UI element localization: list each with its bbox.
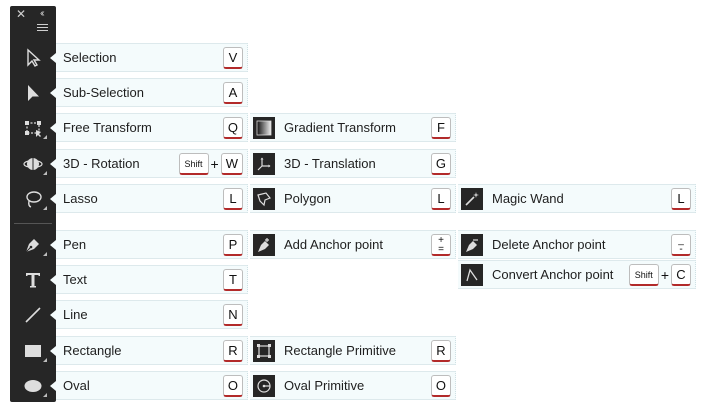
shortcut-key: G: [430, 153, 451, 175]
shortcut-key: L: [671, 188, 691, 210]
axes-icon: [253, 152, 275, 175]
text-tool[interactable]: [10, 265, 56, 295]
shortcut-key: F: [431, 117, 451, 139]
shortcut-key: L: [223, 188, 243, 210]
shortcut-key: R: [431, 340, 451, 362]
item-label: Oval Primitive: [284, 378, 365, 393]
pen-tool[interactable]: [10, 230, 56, 260]
pen-add-icon: [253, 233, 275, 256]
item-label: Add Anchor point: [284, 237, 384, 252]
shortcut-key: V: [223, 47, 243, 69]
menu-item-lasso[interactable]: Lasso L: [50, 184, 248, 213]
item-label: Selection: [63, 50, 117, 65]
oval-tool[interactable]: [10, 371, 56, 401]
key-bottom-glyph: -: [679, 243, 683, 255]
transform-icon: [25, 121, 41, 137]
item-label: Sub-Selection: [63, 85, 144, 100]
item-label: Lasso: [63, 191, 98, 206]
menu-item-rectangle[interactable]: Rectangle R: [50, 336, 248, 365]
magic-wand-icon: [461, 187, 483, 210]
pen-nib-icon: [25, 239, 39, 253]
key-bottom-glyph: =: [438, 243, 444, 255]
convert-anchor-icon: [461, 263, 483, 286]
menu-item-text[interactable]: Text T: [50, 265, 248, 294]
menu-item-pen[interactable]: Pen P: [50, 230, 248, 259]
menu-icon[interactable]: [37, 24, 48, 33]
rect-primitive-icon: [253, 339, 275, 362]
arrow-solid-icon: [28, 85, 39, 101]
menu-item-convert-anchor-point[interactable]: Convert Anchor point Shift + C: [458, 260, 696, 289]
polygon-lasso-icon: [253, 187, 275, 210]
shortcut-key: R: [223, 340, 243, 362]
menu-item-3d-rotation[interactable]: 3D - Rotation Shift + W: [50, 149, 248, 178]
menu-item-oval-primitive[interactable]: Oval Primitive O: [250, 371, 456, 400]
item-label: Rectangle: [63, 343, 122, 358]
menu-item-rectangle-primitive[interactable]: Rectangle Primitive R: [250, 336, 456, 365]
menu-item-free-transform[interactable]: Free Transform Q: [50, 113, 248, 142]
shortcut-key: L: [431, 188, 451, 210]
globe-rotate-icon: [23, 158, 43, 170]
item-label: Magic Wand: [492, 191, 564, 206]
item-label: Gradient Transform: [284, 120, 396, 135]
shortcut-plus: +: [210, 156, 219, 172]
shortcut-key: W: [220, 153, 243, 175]
item-label: 3D - Translation: [284, 156, 376, 171]
shortcut-key: Q: [222, 117, 243, 139]
shortcut-key: O: [222, 375, 243, 397]
shortcut-key: +=: [431, 234, 451, 256]
menu-item-magic-wand[interactable]: Magic Wand L: [458, 184, 696, 213]
line-icon: [25, 307, 41, 323]
key-top-glyph: _: [678, 234, 684, 246]
3d-rotation-tool[interactable]: [10, 149, 56, 179]
shortcut-key: A: [223, 82, 243, 104]
item-label: 3D - Rotation: [63, 156, 140, 171]
menu-item-sub-selection[interactable]: Sub-Selection A: [50, 78, 248, 107]
collapse-icon[interactable]: ‹‹: [40, 8, 44, 19]
oval-icon: [24, 380, 42, 392]
item-label: Oval: [63, 378, 90, 393]
free-transform-tool[interactable]: [10, 113, 56, 143]
rectangle-tool[interactable]: [10, 336, 56, 366]
selection-tool[interactable]: [10, 43, 56, 73]
rectangle-icon: [25, 345, 41, 357]
sub-selection-tool[interactable]: [10, 78, 56, 108]
close-icon[interactable]: ✕: [16, 7, 27, 21]
menu-item-polygon[interactable]: Polygon L: [250, 184, 456, 213]
item-label: Rectangle Primitive: [284, 343, 396, 358]
arrow-outline-icon: [27, 48, 41, 67]
lasso-tool[interactable]: [10, 184, 56, 214]
oval-primitive-icon: [253, 374, 275, 397]
shortcut-key: _-: [671, 234, 691, 256]
gradient-icon: [253, 116, 275, 139]
item-label: Pen: [63, 237, 87, 252]
shortcut-key: O: [430, 375, 451, 397]
shortcut-key: P: [223, 234, 243, 256]
shortcut-key: C: [671, 264, 691, 286]
item-label: Text: [63, 272, 87, 287]
item-label: Convert Anchor point: [492, 267, 614, 282]
line-tool[interactable]: [10, 300, 56, 330]
key-top-glyph: +: [438, 234, 444, 246]
item-label: Polygon: [284, 191, 331, 206]
toolbar-divider: [14, 223, 52, 224]
item-label: Line: [63, 307, 88, 322]
pen-delete-icon: [461, 233, 483, 256]
menu-item-line[interactable]: Line N: [50, 300, 248, 329]
item-label: Delete Anchor point: [492, 237, 606, 252]
menu-item-oval[interactable]: Oval O: [50, 371, 248, 400]
menu-item-selection[interactable]: Selection V: [50, 43, 248, 72]
lasso-icon: [26, 191, 42, 208]
text-t-icon: [26, 273, 40, 288]
shortcut-modifier-key: Shift: [178, 153, 209, 175]
menu-item-gradient-transform[interactable]: Gradient Transform F: [250, 113, 456, 142]
menu-item-delete-anchor-point[interactable]: Delete Anchor point _-: [458, 230, 696, 259]
shortcut-plus: +: [660, 267, 669, 283]
menu-item-add-anchor-point[interactable]: Add Anchor point +=: [250, 230, 456, 259]
item-label: Free Transform: [63, 120, 152, 135]
tools-panel: ✕ ‹‹: [10, 6, 56, 402]
shortcut-key: T: [223, 269, 243, 291]
shortcut-modifier-key: Shift: [628, 264, 659, 286]
menu-item-3d-translation[interactable]: 3D - Translation G: [250, 149, 456, 178]
shortcut-key: N: [223, 304, 243, 326]
